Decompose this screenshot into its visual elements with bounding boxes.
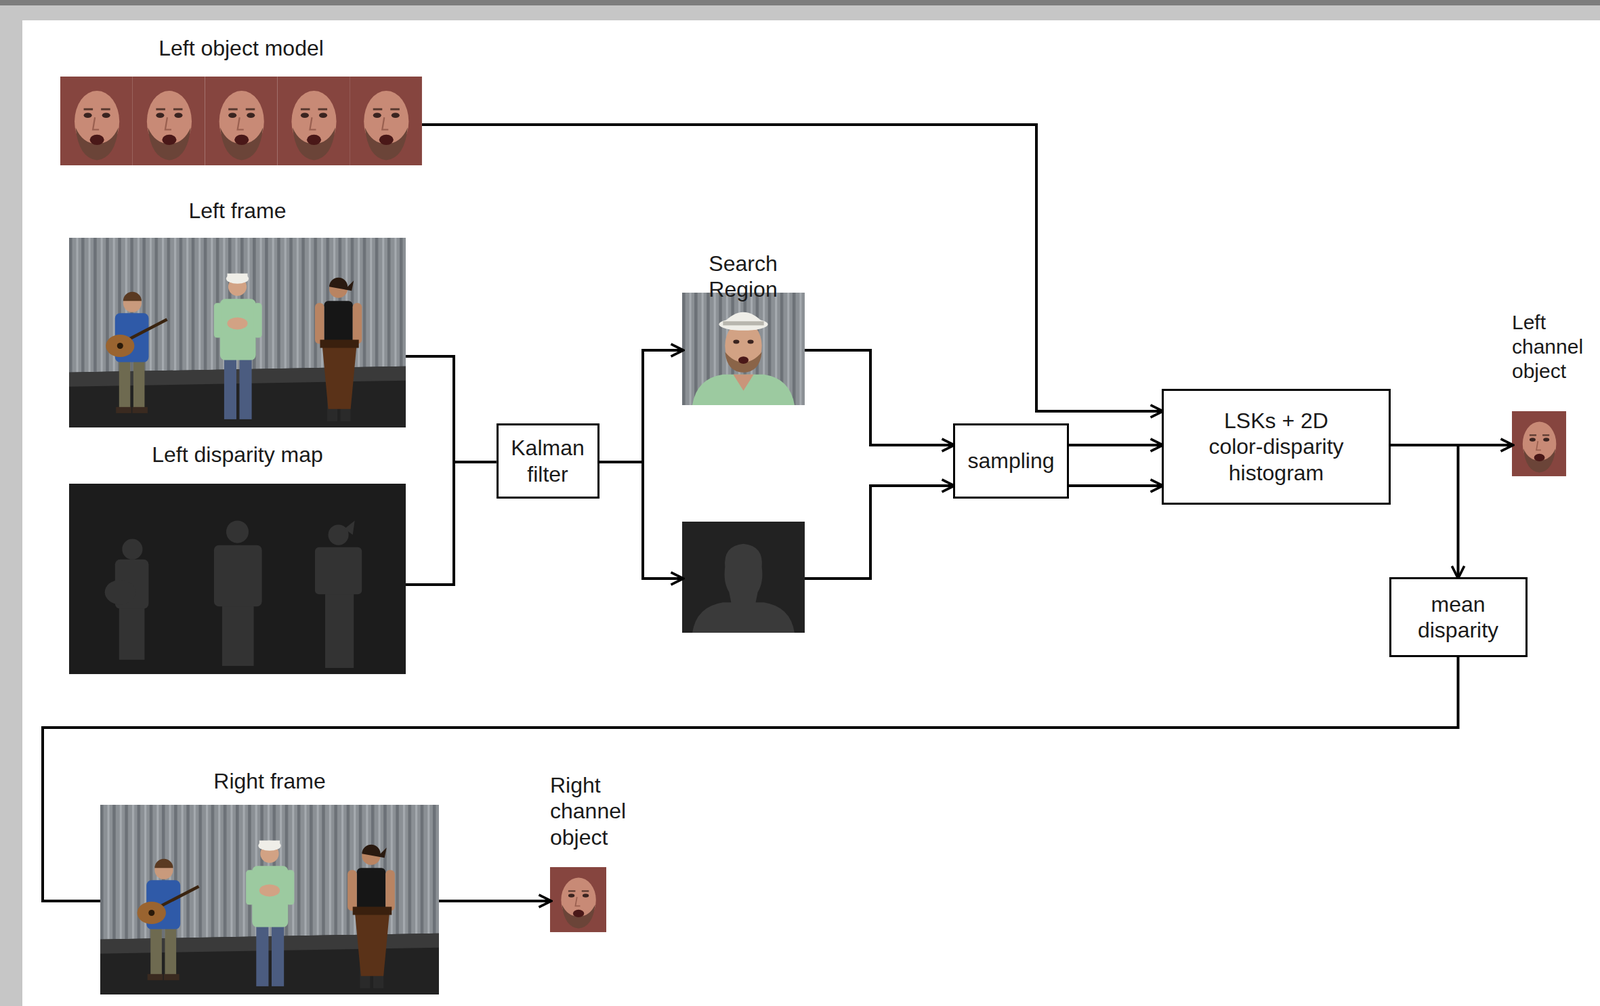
- image-heading: Left object model: [158, 35, 325, 61]
- image-panel: Left frame: [69, 197, 406, 428]
- image-panel: Search Region: [682, 250, 805, 406]
- connector: [1068, 443, 1162, 447]
- image-heading: Search Region: [694, 250, 793, 303]
- image-panel: Right frame: [100, 768, 439, 995]
- image-panel: Right channel object: [550, 772, 635, 933]
- connector: [804, 485, 954, 579]
- image-heading: Left frame: [188, 197, 288, 224]
- connector: [405, 356, 497, 462]
- stage-photo: [100, 804, 439, 995]
- image-panel: Left disparity map: [69, 441, 406, 675]
- image-heading: Right frame: [213, 768, 327, 794]
- face-crop: [1511, 411, 1567, 477]
- connector: [804, 350, 954, 446]
- image-heading: Right channel object: [550, 772, 635, 851]
- stage-photo: [69, 237, 406, 428]
- connector: [599, 461, 683, 579]
- connector: [438, 899, 551, 903]
- connector: [1390, 445, 1459, 578]
- process-box: sampling: [953, 423, 1069, 499]
- box-label: LSKs + 2D color-disparity histogram: [1196, 407, 1356, 486]
- image-panel: Left channel object: [1511, 310, 1597, 477]
- process-box: LSKs + 2D color-disparity histogram: [1161, 388, 1391, 505]
- image-heading: Left channel object: [1511, 310, 1596, 384]
- process-box: Kalman filter: [496, 423, 600, 499]
- box-label: Kalman filter: [508, 434, 587, 488]
- box-label: sampling: [967, 447, 1056, 474]
- image-panel: Left object model: [60, 35, 423, 166]
- disparity-photo: [69, 483, 406, 675]
- connector: [42, 657, 1459, 901]
- face-crop: [550, 867, 607, 933]
- image-panel: [682, 521, 805, 633]
- face-strip: [60, 76, 423, 166]
- process-box: mean disparity: [1389, 577, 1528, 658]
- connector: [405, 461, 497, 585]
- box-label: mean disparity: [1401, 591, 1515, 644]
- search-crop: [682, 292, 805, 406]
- disparity-crop: [682, 521, 805, 633]
- connector: [422, 124, 1162, 412]
- connector: [1068, 484, 1162, 488]
- image-heading: Left disparity map: [151, 441, 324, 468]
- connector: [599, 350, 683, 462]
